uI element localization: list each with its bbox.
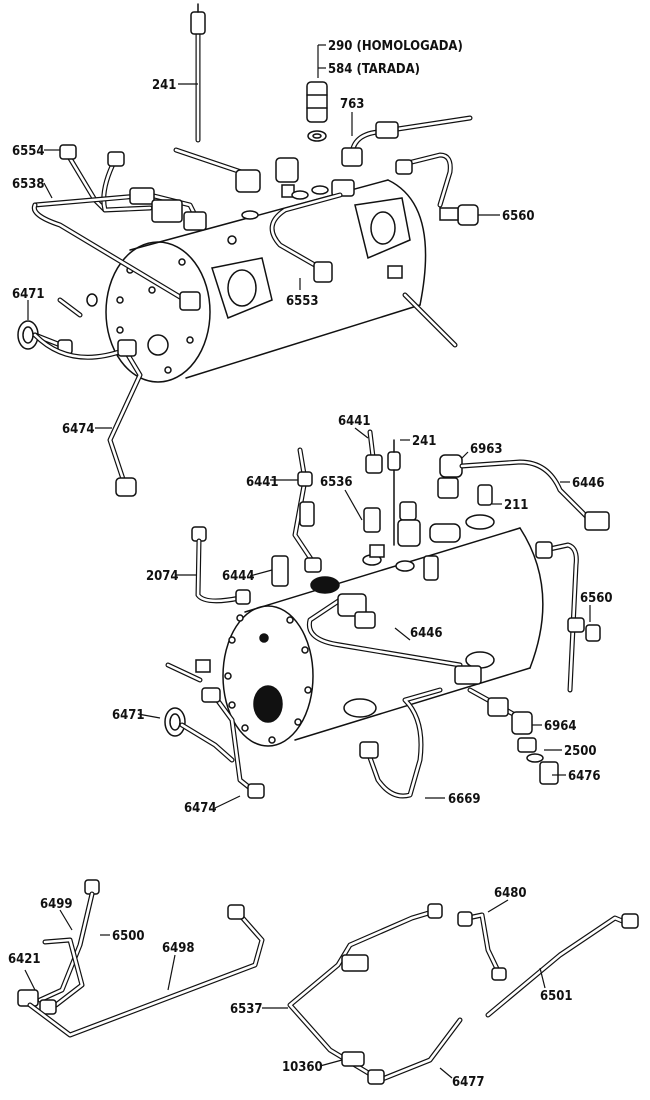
probe-241-top	[190, 3, 206, 143]
label-290: 290 (HOMOLOGADA)	[328, 39, 463, 54]
label-2500: 2500	[564, 744, 597, 759]
label-6500: 6500	[112, 929, 145, 944]
label-6474-mid: 6474	[184, 801, 217, 816]
leader-lines	[24, 44, 591, 1079]
middle-boiler-tank	[222, 514, 544, 747]
top-fittings	[173, 147, 355, 245]
label-6446-upper: 6446	[572, 476, 605, 491]
label-6441-upper: 6441	[338, 414, 371, 429]
label-6964: 6964	[544, 719, 577, 734]
bottom-pipe-set	[17, 879, 639, 1085]
pipe-right-and-plug-6560	[387, 152, 479, 279]
pipe-6537-10360-6477	[287, 903, 463, 1085]
part-number-labels: 241 290 (HOMOLOGADA) 584 (TARADA) 763 65…	[8, 39, 613, 1090]
safety-valve-290-584	[306, 81, 328, 142]
pipe-6474-top	[32, 332, 143, 497]
label-6476: 6476	[568, 769, 601, 784]
fitting-6471-top	[17, 293, 98, 355]
label-6501: 6501	[540, 989, 573, 1004]
fittings-6964-2500-6476	[467, 687, 559, 785]
label-2074: 2074	[146, 569, 179, 584]
label-6499: 6499	[40, 897, 73, 912]
label-763: 763	[340, 97, 364, 112]
label-6471-mid: 6471	[112, 708, 145, 723]
elbow-763-and-pipe	[341, 115, 473, 167]
label-6538: 6538	[12, 177, 45, 192]
probe-241-mid	[387, 439, 401, 546]
pipe-6446-upper	[437, 454, 610, 531]
pipes-6554-6538	[31, 144, 207, 311]
pipe-6669	[359, 687, 443, 799]
label-6474-top: 6474	[62, 422, 95, 437]
label-6560-mid: 6560	[580, 591, 613, 606]
pipe-right-6560-mid	[535, 541, 601, 693]
pipe-2074	[191, 526, 251, 605]
top-boiler-assembly	[17, 3, 479, 497]
middle-boiler-assembly	[164, 429, 610, 799]
pipe-6480	[457, 911, 507, 981]
label-6498: 6498	[162, 941, 195, 956]
label-6554: 6554	[12, 144, 45, 159]
label-6477: 6477	[452, 1075, 485, 1090]
pipe-6553	[269, 192, 343, 283]
label-6480: 6480	[494, 886, 527, 901]
label-6537: 6537	[230, 1002, 263, 1017]
label-6669: 6669	[448, 792, 481, 807]
label-6963: 6963	[470, 442, 503, 457]
fittings-6471-6474-mid	[164, 659, 265, 799]
fittings-6536-group	[271, 501, 461, 587]
label-6421: 6421	[8, 952, 41, 967]
label-6446-lower: 6446	[410, 626, 443, 641]
label-6560-top: 6560	[502, 209, 535, 224]
pipes-6499-6500-6421	[17, 879, 100, 1015]
label-211: 211	[504, 498, 528, 513]
label-6444: 6444	[222, 569, 255, 584]
pipe-6446-lower	[306, 593, 482, 685]
label-584: 584 (TARADA)	[328, 62, 420, 77]
label-6553: 6553	[286, 294, 319, 309]
pipe-6501	[485, 913, 639, 1018]
label-241-top: 241	[152, 78, 176, 93]
label-241-mid: 241	[412, 434, 436, 449]
label-6441-lower: 6441	[246, 475, 279, 490]
label-10360: 10360	[282, 1060, 323, 1075]
label-6536: 6536	[320, 475, 353, 490]
pipe-6498	[27, 904, 265, 1038]
label-6471-top: 6471	[12, 287, 45, 302]
